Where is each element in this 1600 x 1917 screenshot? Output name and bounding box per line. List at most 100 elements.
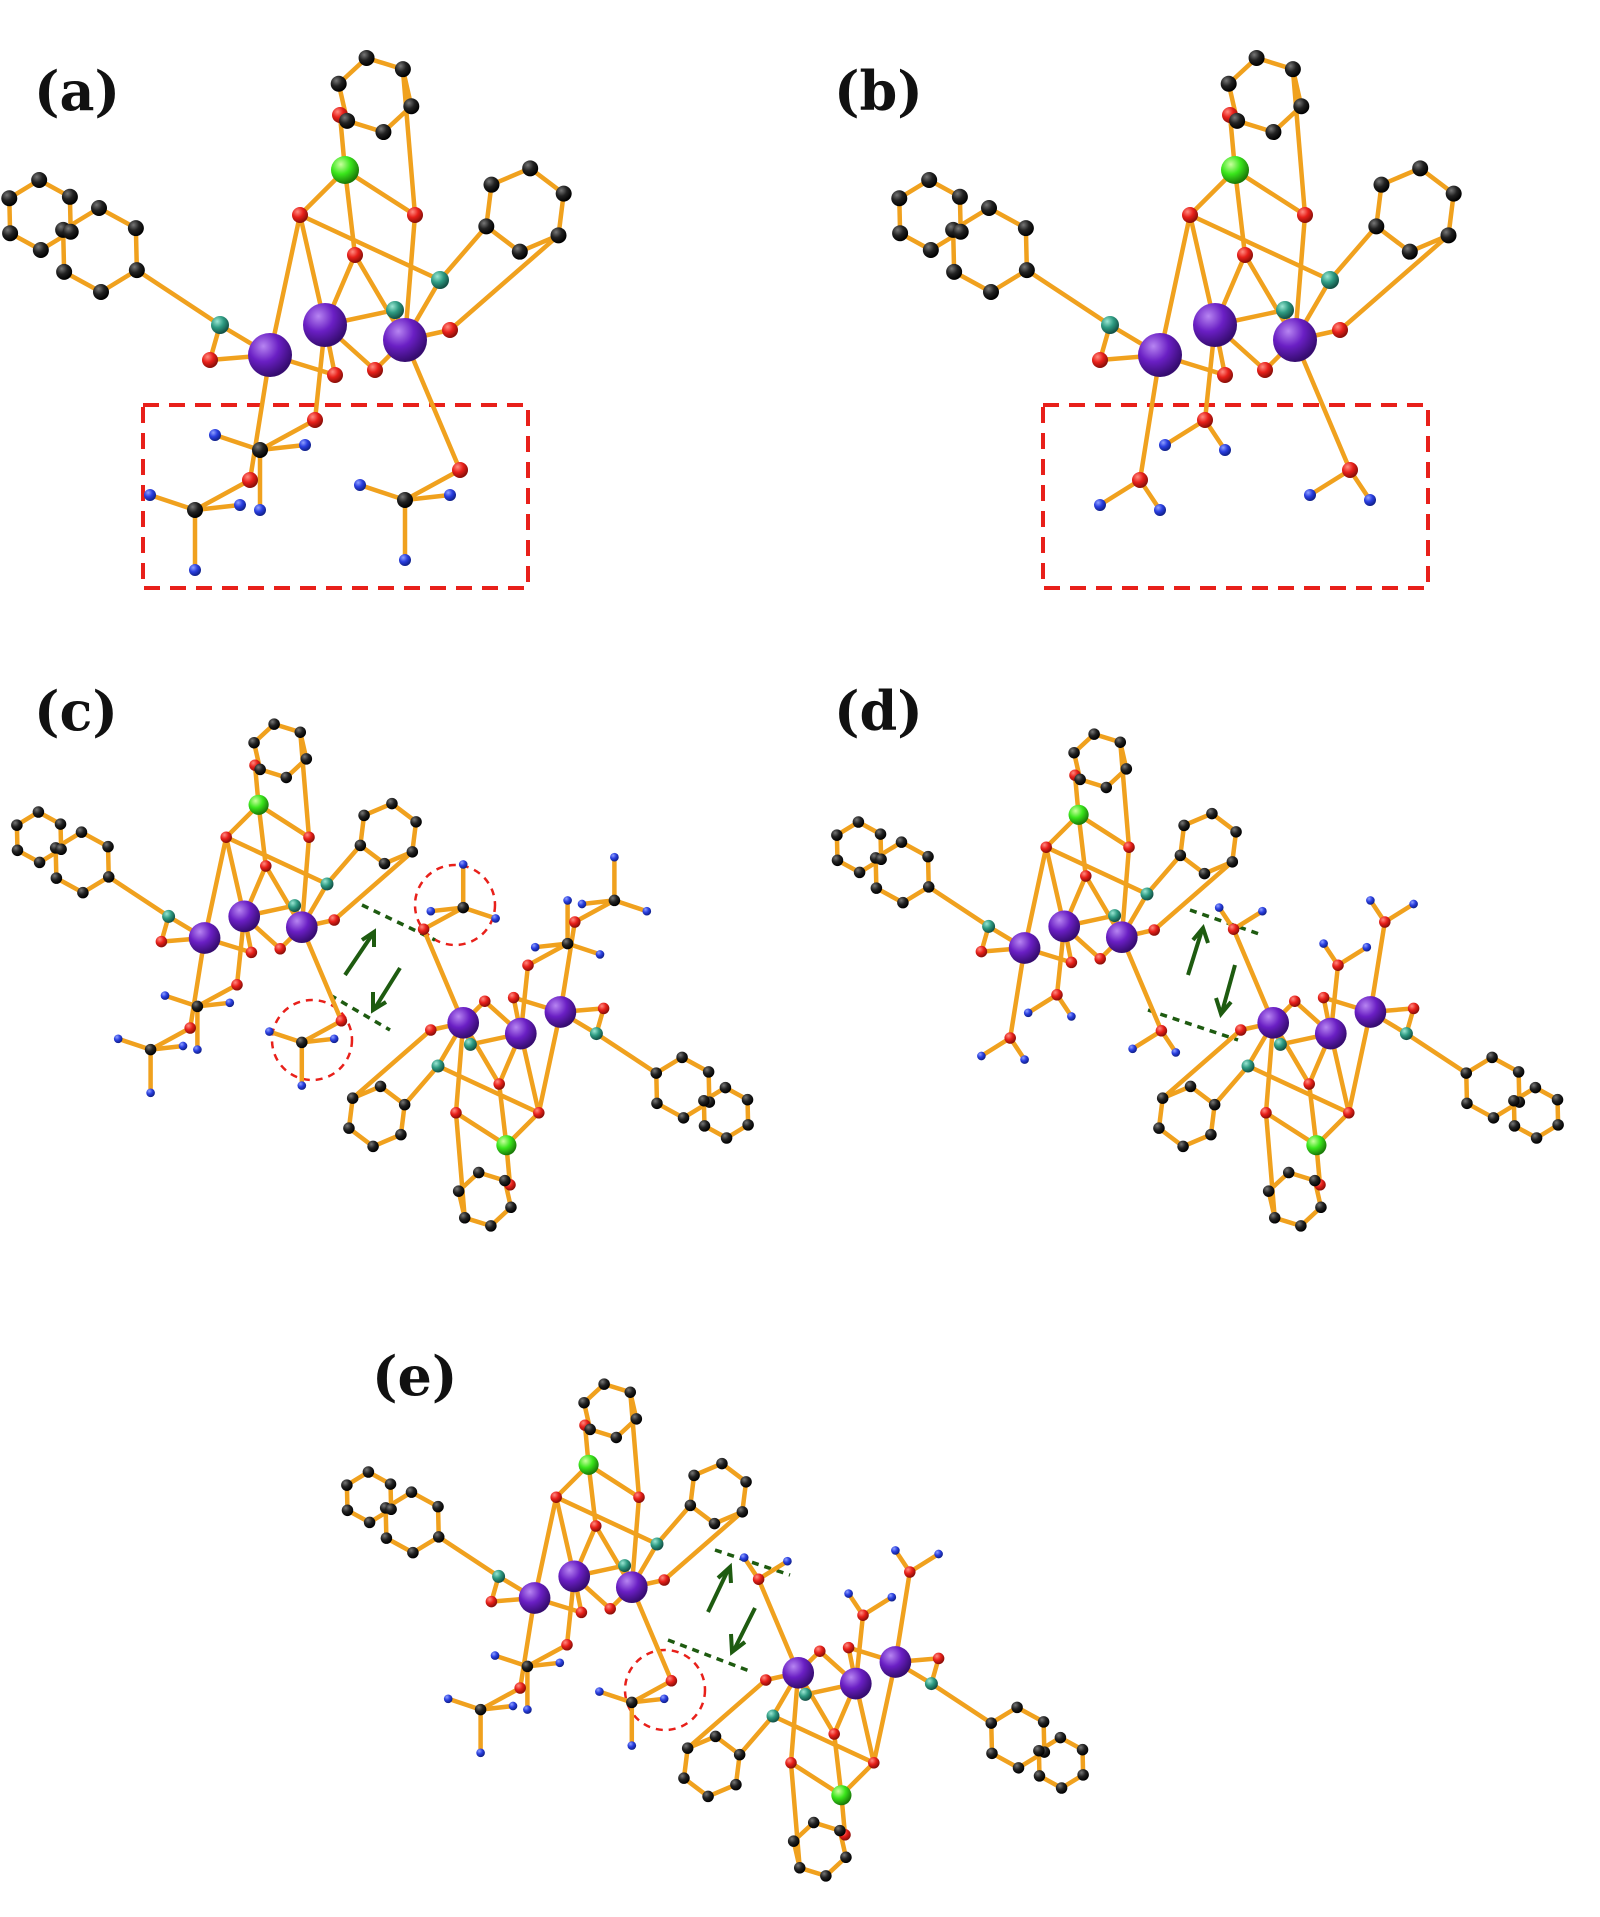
panel-e-right-oxygen-atom bbox=[842, 1641, 855, 1654]
panel-a-nitrogen-atom bbox=[189, 564, 201, 576]
panel-b-nitrogen-atom bbox=[1159, 439, 1171, 451]
panel-a-oxygen-atom bbox=[452, 462, 468, 478]
panel-c-left-carbon-atom bbox=[386, 797, 398, 810]
panel-c-right-carbon-atom bbox=[395, 1128, 407, 1141]
panel-e-left-oxygen-atom bbox=[590, 1520, 602, 1532]
panel-d-right-oxygen-atom bbox=[1289, 995, 1301, 1007]
panel-d-left-oxygen-atom bbox=[975, 945, 988, 958]
panel-b-carbon-atom bbox=[946, 263, 963, 280]
panel-a-oxygen-atom bbox=[407, 207, 423, 223]
panel-b-carbon-atom bbox=[921, 172, 938, 189]
panel-d-left-carbon-atom bbox=[853, 866, 866, 879]
panel-b-carbon-atom bbox=[1220, 75, 1237, 92]
panel-e-left-bridging-atom bbox=[492, 1569, 506, 1583]
panel-d-right-bridging-atom bbox=[1241, 1059, 1255, 1073]
panel-d-right-metal-atom bbox=[1257, 1006, 1290, 1039]
panel-d-left-carbon-atom bbox=[922, 881, 935, 893]
panel-e-left-carbon-atom bbox=[341, 1479, 353, 1491]
panel-c-right-bond bbox=[536, 1009, 563, 1116]
panel-d-left-oxygen-atom bbox=[1040, 841, 1052, 853]
panel-d-left-carbon-atom bbox=[1088, 728, 1100, 740]
panel-c-right-carbon-atom bbox=[367, 1140, 379, 1153]
panel-b-carbon-atom bbox=[952, 223, 969, 240]
panel-c-left-carbon-atom bbox=[55, 843, 67, 856]
panel-e-left-carbon-atom bbox=[716, 1457, 728, 1470]
panel-c-left-carbon-atom bbox=[300, 753, 313, 765]
panel-b-carbon-atom bbox=[1229, 112, 1246, 129]
panel-c-left-carbon-atom bbox=[248, 736, 260, 749]
panel-e-hbond-2 bbox=[667, 1638, 753, 1674]
panel-e-right-oxygen-atom bbox=[814, 1645, 826, 1657]
panel-e-left-carbon-atom bbox=[521, 1660, 534, 1673]
panel-b-bond bbox=[1187, 212, 1333, 283]
panel-d-left-oxygen-atom bbox=[1123, 841, 1135, 853]
panel-a-carbon-atom bbox=[32, 241, 49, 258]
panel-d-left-oxygen-atom bbox=[1094, 953, 1106, 965]
panel-c-highlight-circle-1 bbox=[413, 863, 497, 947]
panel-b-carbon-atom bbox=[1017, 220, 1034, 237]
panel-a-carbon-atom bbox=[56, 263, 73, 280]
panel-a-carbon-atom bbox=[127, 220, 144, 237]
panel-e-right-carbon-atom bbox=[1076, 1743, 1089, 1756]
panel-e-left-carbon-atom bbox=[736, 1506, 749, 1518]
panel-b-oxygen-atom bbox=[1342, 462, 1358, 478]
panel-c-left-bond bbox=[148, 1025, 193, 1052]
panel-d-left-nitrogen-atom bbox=[1128, 1044, 1137, 1054]
panel-e-right-carbon-atom bbox=[730, 1778, 742, 1791]
panel-e-right-bridging-atom bbox=[766, 1709, 780, 1723]
panel-d-left-oxygen-atom bbox=[1004, 1032, 1016, 1044]
panel-b-carbon-atom bbox=[1440, 227, 1457, 244]
panel-e-right-oxygen-atom bbox=[868, 1757, 880, 1769]
panel-c-left-nitrogen-atom bbox=[225, 998, 235, 1008]
panel-c-right-carbon-atom bbox=[374, 1080, 387, 1093]
panel-c-left-metal-atom bbox=[188, 922, 221, 954]
panel-c-right-carbon-atom bbox=[457, 901, 469, 914]
panel-e-right-carbon-atom bbox=[986, 1747, 998, 1760]
panel-a-carbon-atom bbox=[511, 243, 528, 260]
panel-d-arrow-down bbox=[1214, 964, 1237, 1019]
panel-b-nitrogen-atom bbox=[1364, 494, 1376, 506]
panel-c-left-central-atom bbox=[248, 794, 269, 815]
panel-d-left-carbon-atom bbox=[1068, 746, 1080, 759]
panel-e-left-oxygen-atom bbox=[665, 1675, 678, 1687]
panel-e-right-carbon-atom bbox=[1033, 1744, 1045, 1757]
panel-c-right-oxygen-atom bbox=[417, 923, 430, 935]
panel-d-left-bridging-atom bbox=[1140, 887, 1154, 901]
panel-a-carbon-atom bbox=[358, 49, 375, 66]
panel-e-right-carbon-atom bbox=[1011, 1701, 1023, 1714]
panel-e-left-oxygen-atom bbox=[633, 1491, 645, 1503]
panel-e-hbond-1 bbox=[714, 1548, 791, 1577]
panel-b-bond bbox=[1327, 224, 1379, 283]
panel-b-bond bbox=[1292, 337, 1353, 473]
panel-c-right-nitrogen-atom bbox=[563, 896, 572, 905]
panel-c-left-oxygen-atom bbox=[303, 831, 315, 843]
panel-d-left-metal-atom bbox=[1008, 932, 1041, 964]
panel-d-left-nitrogen-atom bbox=[1171, 1048, 1181, 1057]
panel-c-right-nitrogen-atom bbox=[530, 942, 540, 952]
panel-c-right-carbon-atom bbox=[608, 894, 621, 907]
panel-a-carbon-atom bbox=[2, 225, 19, 242]
panel-d-right-nitrogen-atom bbox=[1319, 939, 1328, 948]
panel-d-right-oxygen-atom bbox=[1260, 1107, 1272, 1119]
panel-a-oxygen-atom bbox=[307, 412, 323, 428]
panel-b-bond bbox=[1290, 66, 1308, 218]
panel-c-left-carbon-atom bbox=[378, 857, 391, 870]
panel-e-right-carbon-atom bbox=[1037, 1716, 1050, 1728]
panel-d-right-oxygen-atom bbox=[1407, 1002, 1420, 1015]
panel-e-arrow-down bbox=[729, 1607, 757, 1656]
panel-c-right-carbon-atom bbox=[676, 1051, 688, 1064]
panel-b-carbon-atom bbox=[1445, 185, 1462, 202]
panel-c-left-metal-atom bbox=[285, 911, 318, 944]
panel-e-left-carbon-atom bbox=[363, 1516, 376, 1529]
panel-a-carbon-atom bbox=[483, 176, 500, 193]
panel-e-left-carbon-atom bbox=[578, 1396, 590, 1409]
panel-c-right-carbon-atom bbox=[651, 1097, 663, 1110]
panel-e-right-bond bbox=[685, 1677, 769, 1751]
panel-a-bond bbox=[257, 417, 318, 453]
panel-d-arrow-up bbox=[1186, 923, 1210, 976]
panel-b-carbon-atom bbox=[891, 190, 908, 207]
panel-e-right-nitrogen-atom bbox=[891, 1546, 900, 1555]
panel-e-left-carbon-atom bbox=[341, 1504, 354, 1517]
panel-c-left-bond bbox=[223, 834, 330, 887]
panel-d-right-oxygen-atom bbox=[1227, 923, 1240, 935]
